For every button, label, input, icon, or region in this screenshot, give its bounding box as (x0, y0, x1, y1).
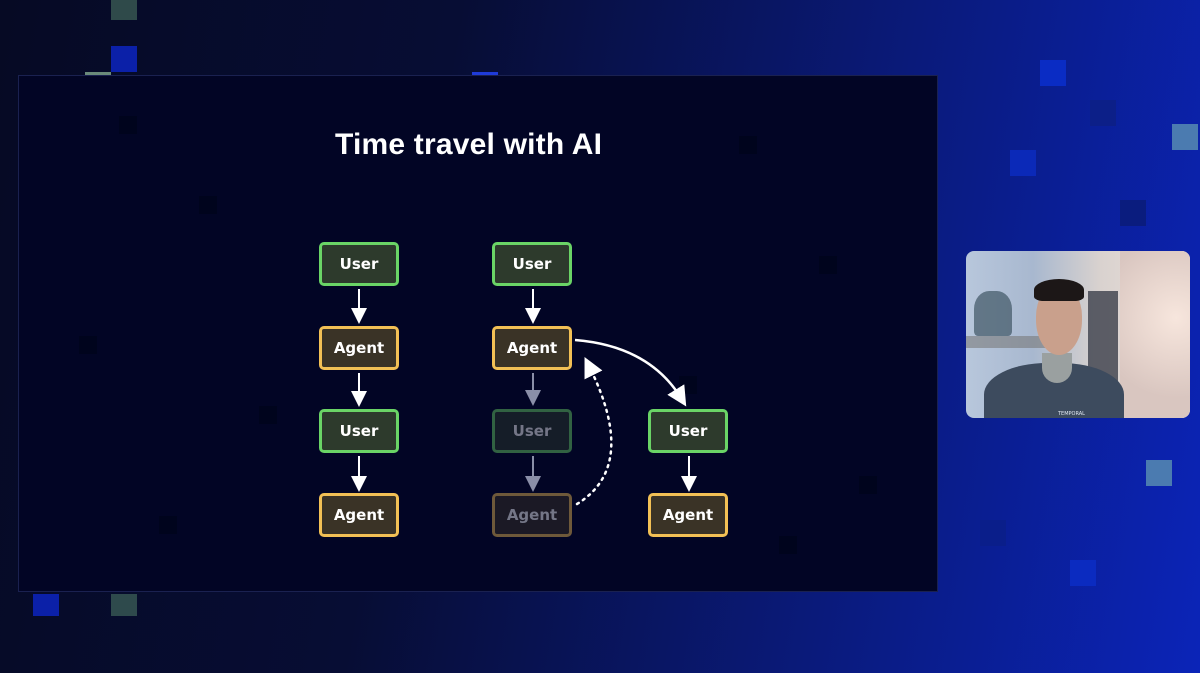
left-user-node-2: User (319, 409, 399, 453)
left-agent-node-1: Agent (319, 326, 399, 370)
bg-tile (111, 594, 137, 616)
left-user-node-1: User (319, 242, 399, 286)
diagram-edges (351, 289, 697, 506)
fork-agent-node: Agent (648, 493, 728, 537)
bg-tile (1040, 60, 1066, 86)
bg-tile (1146, 460, 1172, 486)
video-wall (1120, 251, 1190, 418)
left-agent-node-2: Agent (319, 493, 399, 537)
right-user-node-1: User (492, 242, 572, 286)
video-shelf (966, 336, 1046, 348)
speaker-neck (1042, 353, 1072, 383)
bg-tile (1172, 124, 1198, 150)
bg-tile (472, 72, 498, 75)
fork-user-node: User (648, 409, 728, 453)
bg-tile (1090, 100, 1116, 126)
speaker-video-feed: TEMPORAL (966, 251, 1190, 418)
abandoned-agent-node: Agent (492, 493, 572, 537)
right-agent-node-1: Agent (492, 326, 572, 370)
slide-title: Time travel with AI (335, 128, 603, 161)
bg-tile (111, 46, 137, 72)
bg-tile (111, 0, 137, 20)
bg-tile (1010, 150, 1036, 176)
presentation-slide: Time travel with AI User Agent User Agen… (18, 75, 938, 592)
bg-tile (33, 594, 59, 616)
shirt-logo: TEMPORAL (1058, 411, 1085, 417)
video-plant (974, 291, 1012, 336)
bg-tile (85, 72, 111, 75)
bg-tile (980, 520, 1006, 546)
bg-tile (1120, 200, 1146, 226)
abandoned-user-node: User (492, 409, 572, 453)
bg-tile (1070, 560, 1096, 586)
speaker-hair (1034, 279, 1084, 301)
